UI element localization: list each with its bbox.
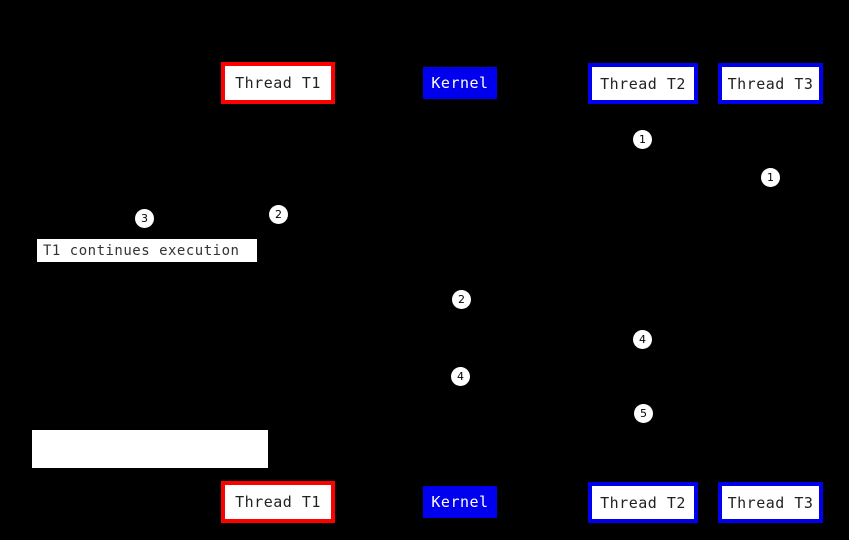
actor-bottom-kernel[interactable]: Kernel	[423, 486, 497, 518]
step-marker-t2-5: 5	[634, 404, 653, 423]
message-arrow-1	[278, 139, 643, 140]
step-marker-number: 1	[639, 133, 646, 146]
actor-label: Thread T3	[727, 493, 814, 512]
step-marker-number: 3	[141, 212, 148, 225]
lifeline-thread-t2	[643, 104, 644, 482]
step-marker-number: 5	[640, 407, 647, 420]
actor-top-thread-t2[interactable]: Thread T2	[588, 63, 698, 104]
note-t1-continues-execution: T1 continues execution	[36, 238, 258, 263]
actor-label: Kernel	[431, 493, 489, 511]
actor-label: Kernel	[431, 74, 489, 92]
lifeline-thread-t3	[770, 104, 771, 482]
step-marker-number: 4	[457, 370, 464, 383]
actor-top-kernel[interactable]: Kernel	[423, 67, 497, 99]
step-marker-t2-4: 4	[633, 330, 652, 349]
step-marker-number: 2	[275, 208, 282, 221]
note-blank-bottom	[32, 430, 268, 468]
actor-bottom-thread-t2[interactable]: Thread T2	[588, 482, 698, 523]
step-marker-number: 1	[767, 171, 774, 184]
message-arrow-4	[460, 339, 643, 340]
message-arrow-3	[144, 218, 278, 219]
actor-top-thread-t3[interactable]: Thread T3	[718, 63, 823, 104]
actor-label: Thread T1	[235, 493, 321, 511]
step-marker-t1-2: 2	[269, 205, 288, 224]
step-marker-number: 2	[458, 293, 465, 306]
actor-bottom-thread-t3[interactable]: Thread T3	[718, 482, 823, 523]
actor-label: Thread T3	[727, 74, 814, 93]
actor-top-thread-t1[interactable]: Thread T1	[221, 62, 335, 104]
step-marker-t2-1: 1	[633, 130, 652, 149]
lifeline-thread-t1	[278, 104, 279, 481]
step-marker-kernel-2: 2	[452, 290, 471, 309]
actor-label: Thread T2	[600, 74, 686, 93]
step-marker-t1-3: 3	[135, 209, 154, 228]
step-marker-number: 4	[639, 333, 646, 346]
actor-bottom-thread-t1[interactable]: Thread T1	[221, 481, 335, 523]
actor-label: Thread T1	[235, 74, 321, 92]
message-arrow-2	[278, 214, 460, 215]
note-text: T1 continues execution	[43, 242, 240, 259]
step-marker-kernel-4: 4	[451, 367, 470, 386]
step-marker-t3-1: 1	[761, 168, 780, 187]
message-arrow-5	[460, 413, 643, 414]
actor-label: Thread T2	[600, 493, 686, 512]
